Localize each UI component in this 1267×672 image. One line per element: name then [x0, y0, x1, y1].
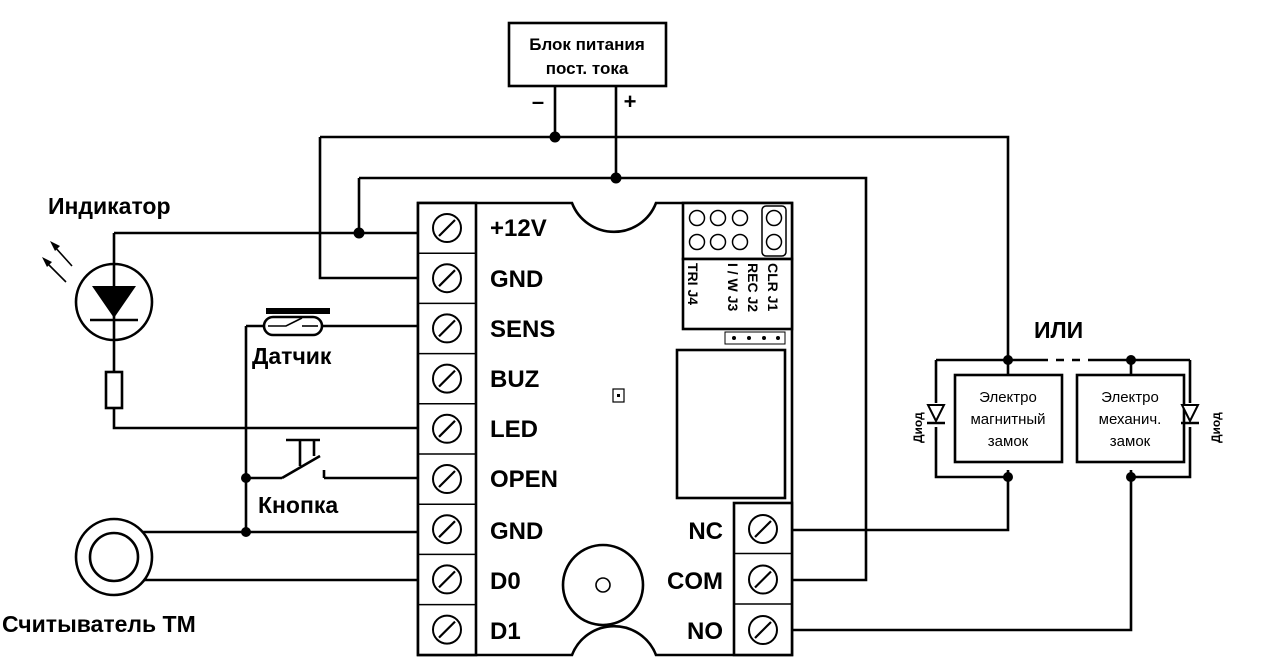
power-plus-label: + [624, 89, 637, 114]
indicator-label: Индикатор [48, 193, 171, 219]
mechanical-lock-line1: Электро [1101, 389, 1159, 406]
right-terminal-screws [734, 514, 792, 645]
terminal-label-no: NO [687, 618, 723, 645]
connector-pin [747, 336, 751, 340]
jumper-pin [688, 209, 706, 227]
power-minus-label: – [532, 89, 544, 114]
magnetic-lock: Электро магнитный замок [953, 373, 1064, 464]
mechanical-lock: Электро механич. замок [1075, 373, 1186, 464]
terminal-label-sens: SENS [490, 316, 555, 343]
jumper-pin [731, 209, 749, 227]
jumper-pin [709, 209, 727, 227]
terminal-label-led: LED [490, 416, 538, 443]
magnetic-lock-line1: Электро [979, 389, 1037, 406]
terminal-screw-left-slot [438, 269, 456, 287]
jumper-pin [765, 233, 783, 251]
terminal-label-d1: D1 [490, 618, 521, 645]
diode-label-left: Диод [911, 412, 925, 443]
terminal-screw-right-slot [754, 520, 772, 538]
power-supply: Блок питания пост. тока – + [507, 21, 668, 114]
terminal-screw-left-slot [438, 420, 456, 438]
diode-label-right: Диод [1209, 412, 1223, 443]
terminal-label-open: OPEN [490, 466, 558, 493]
connector-pin [762, 336, 766, 340]
terminal-label-d0: D0 [490, 568, 521, 595]
jumper-label-j4: TRI J4 [685, 263, 701, 305]
terminal-label-buz: BUZ [490, 366, 539, 393]
terminal-screw-left-slot [438, 620, 456, 639]
terminal-screw-right-slot [754, 621, 772, 639]
connector-pin [776, 336, 780, 340]
terminal-label-com: COM [667, 568, 723, 595]
magnetic-lock-line2: магнитный [970, 411, 1045, 428]
connector-pin [732, 336, 736, 340]
diode-right [1180, 404, 1200, 425]
reader-label: Считыватель ТМ [2, 611, 196, 637]
jumper-pin [688, 233, 706, 251]
terminal-label-12v: +12V [490, 215, 547, 242]
button-label: Кнопка [258, 492, 338, 518]
jumper-pin [709, 233, 727, 251]
jumper-pin [765, 209, 783, 227]
terminal-label-gnd: GND [490, 266, 543, 293]
terminal-screw-left-slot [438, 520, 456, 538]
terminal-screw-left-slot [438, 219, 456, 237]
connector-pins [732, 336, 780, 340]
reader-tm [74, 517, 154, 597]
sensor-label: Датчик [252, 343, 332, 369]
terminal-screw-left-slot [438, 369, 456, 388]
mechanical-lock-line3: замок [1110, 433, 1151, 450]
sensor-reed-switch [262, 308, 330, 337]
terminal-screw-left-slot [438, 570, 456, 589]
terminal-screw-right-slot [754, 570, 772, 589]
junction-dots [241, 131, 1136, 537]
power-supply-line1: Блок питания [529, 35, 645, 54]
terminal-label-gnd2: GND [490, 518, 543, 545]
jumper-label-j1: CLR J1 [765, 263, 781, 311]
wires [112, 86, 1192, 632]
button-switch [281, 438, 326, 480]
indicator-led [42, 241, 154, 410]
terminal-screw-left-slot [438, 319, 456, 338]
jumper-pins [688, 209, 783, 251]
jumper-label-j3: I / W J3 [725, 263, 741, 311]
jumper-pin [731, 233, 749, 251]
controller-board [416, 201, 794, 657]
diode-left [926, 404, 946, 425]
left-terminal-screws [418, 213, 476, 645]
power-supply-line2: пост. тока [546, 59, 629, 78]
magnetic-lock-line3: замок [988, 433, 1029, 450]
terminal-label-nc: NC [688, 518, 723, 545]
terminal-screw-left-slot [438, 470, 456, 488]
mechanical-lock-line2: механич. [1099, 411, 1162, 428]
jumper-label-j2: REC J2 [745, 263, 761, 312]
or-label: ИЛИ [1034, 317, 1083, 343]
